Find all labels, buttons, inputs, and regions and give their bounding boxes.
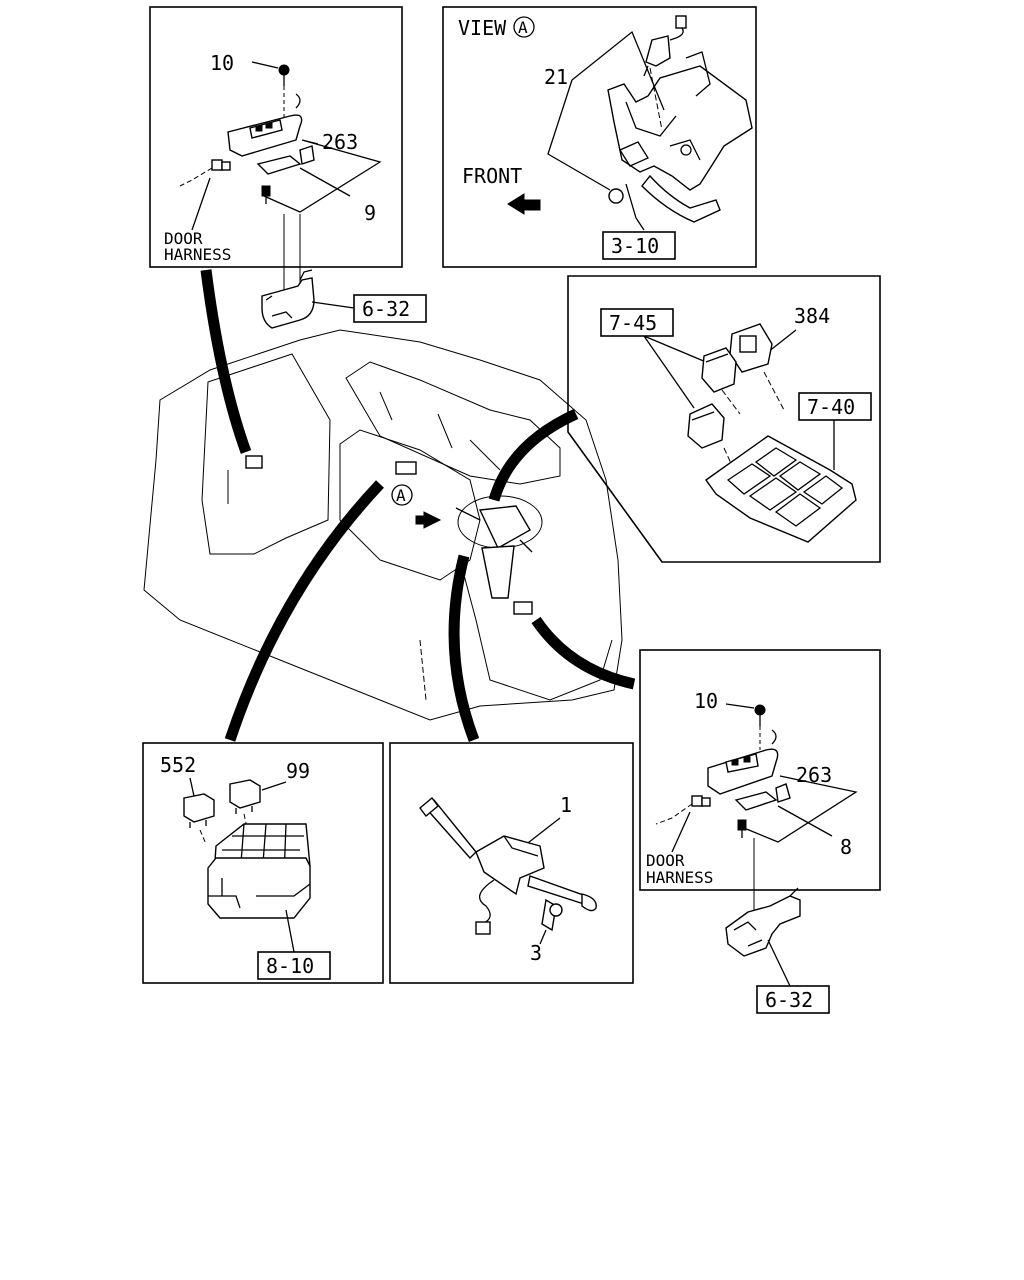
panel-frame	[149, 6, 403, 268]
callout-263: 263	[322, 130, 358, 154]
ref-box	[602, 231, 676, 260]
view-mark: A	[518, 18, 528, 37]
callout-1: 1	[560, 793, 572, 817]
callout-3: 3	[530, 941, 542, 965]
panel-frame	[142, 742, 384, 984]
ref-box	[600, 308, 674, 337]
bracket-6-32-right: 6-32	[725, 838, 830, 1014]
screw-8-icon	[737, 819, 747, 838]
ref-3-10: 3-10	[611, 234, 659, 258]
relay-99-icon	[229, 779, 261, 814]
front-label: FRONT	[462, 164, 522, 188]
callout-99: 99	[286, 759, 310, 783]
door-switch-marker-icon	[245, 455, 263, 469]
harness-label-right-line2: HARNESS	[646, 868, 713, 887]
fuse-block-icon	[207, 823, 311, 919]
callout-552: 552	[160, 753, 196, 777]
panel-switch-cluster: 7-45 384 7-40	[567, 275, 881, 563]
callout-10: 10	[210, 51, 234, 75]
ref-box	[798, 392, 872, 421]
screw-9-icon	[261, 185, 271, 204]
ref-7-40: 7-40	[807, 395, 855, 419]
view-mark-circle	[513, 16, 535, 38]
ref-box	[353, 294, 427, 323]
nut-icon	[608, 188, 624, 204]
window-switch-icon	[227, 93, 303, 157]
front-arrow-icon	[507, 193, 541, 215]
view-label: VIEW	[458, 16, 507, 40]
harness-label-right-line1: DOOR	[646, 851, 685, 870]
ref-8-10: 8-10	[266, 954, 314, 978]
combination-switch-icon	[419, 796, 597, 935]
harness-label-line2: HARNESS	[164, 245, 231, 264]
switch-panel-plate-icon	[705, 435, 857, 543]
panel-frame	[639, 649, 881, 891]
screw-icon	[725, 703, 766, 726]
view-a-marker-circle	[391, 484, 413, 506]
leader-lines	[200, 269, 636, 742]
callout-9: 9	[364, 201, 376, 225]
callout-21: 21	[544, 65, 568, 89]
relay-marker-icon	[395, 461, 417, 475]
dash-mark-a: A	[396, 486, 406, 505]
switch-upper-icon	[701, 347, 737, 393]
door-switch-marker-right-icon	[513, 601, 533, 615]
ref-7-45: 7-45	[609, 311, 657, 335]
panel-frame	[389, 742, 634, 984]
view-arrow-icon	[415, 511, 442, 529]
screw-icon	[251, 61, 290, 86]
switch-lower-icon	[687, 403, 725, 449]
callout-384: 384	[794, 304, 830, 328]
connector-right-icon	[691, 783, 791, 811]
relay-552-icon	[183, 793, 215, 828]
panel-door-switch-right: 10 263 8 DOOR HARNESS	[639, 649, 881, 891]
panel-combination-switch: 1 3	[389, 742, 634, 984]
window-switch-right-icon	[707, 729, 779, 795]
connector-icon	[211, 145, 315, 175]
bracket-6-32-left: 6-32	[261, 214, 427, 329]
steering-column-icon	[455, 495, 543, 599]
panel-view-a: VIEW A 21 FRONT 3-10	[442, 6, 757, 268]
panel-frame	[567, 275, 881, 563]
panel-relay-box: 552 99 8-10	[142, 742, 384, 984]
ref-6-32-right: 6-32	[765, 988, 813, 1012]
callout-8: 8	[840, 835, 852, 859]
pedal-bracket-icon	[607, 51, 753, 223]
ref-6-32: 6-32	[362, 297, 410, 321]
sensor-icon	[643, 15, 687, 77]
harness-label-line1: DOOR	[164, 229, 203, 248]
panel-door-switch-left: 10 263 9 DOOR HARNESS	[149, 6, 403, 268]
dashboard-illustration: A	[143, 329, 623, 721]
ref-box	[257, 951, 331, 980]
callout-10-right: 10	[694, 689, 718, 713]
screw-3-icon	[541, 898, 563, 932]
panel-frame	[442, 6, 757, 268]
ref-box	[756, 985, 830, 1014]
